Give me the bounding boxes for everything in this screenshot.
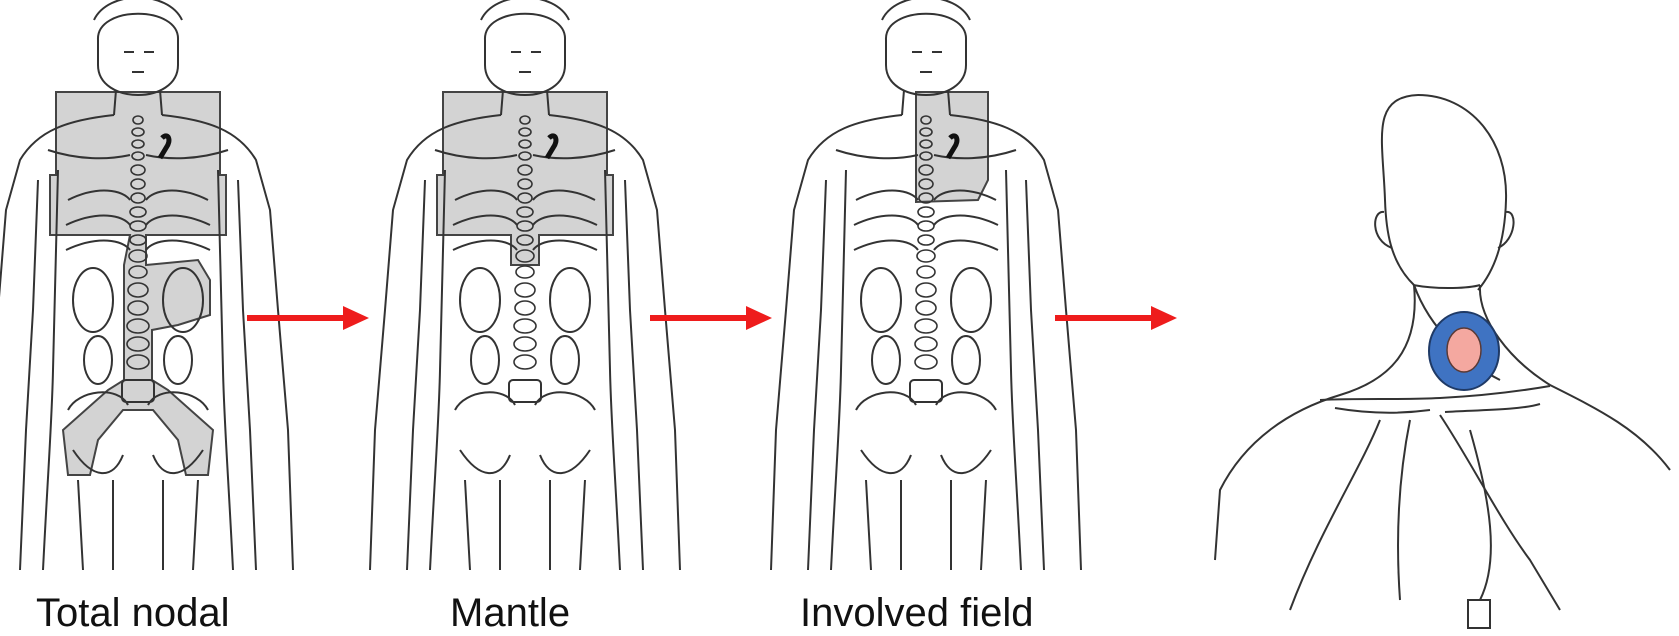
arrow-right-icon (1055, 306, 1177, 330)
arrow-right-icon (650, 306, 772, 330)
arrow-right-icon (247, 306, 369, 330)
panel-involved-site (1215, 95, 1670, 628)
caption-total-nodal: Total nodal (36, 590, 229, 636)
panel-total-nodal (0, 0, 293, 570)
panel-involved-field (771, 0, 1081, 570)
panel-mantle (370, 0, 680, 570)
caption-mantle: Mantle (450, 590, 570, 636)
body-outline-icon (771, 0, 1081, 570)
caption-involved-field: Involved field (800, 590, 1033, 636)
involved-site-core (1447, 328, 1481, 372)
body-outline-icon (370, 0, 680, 570)
